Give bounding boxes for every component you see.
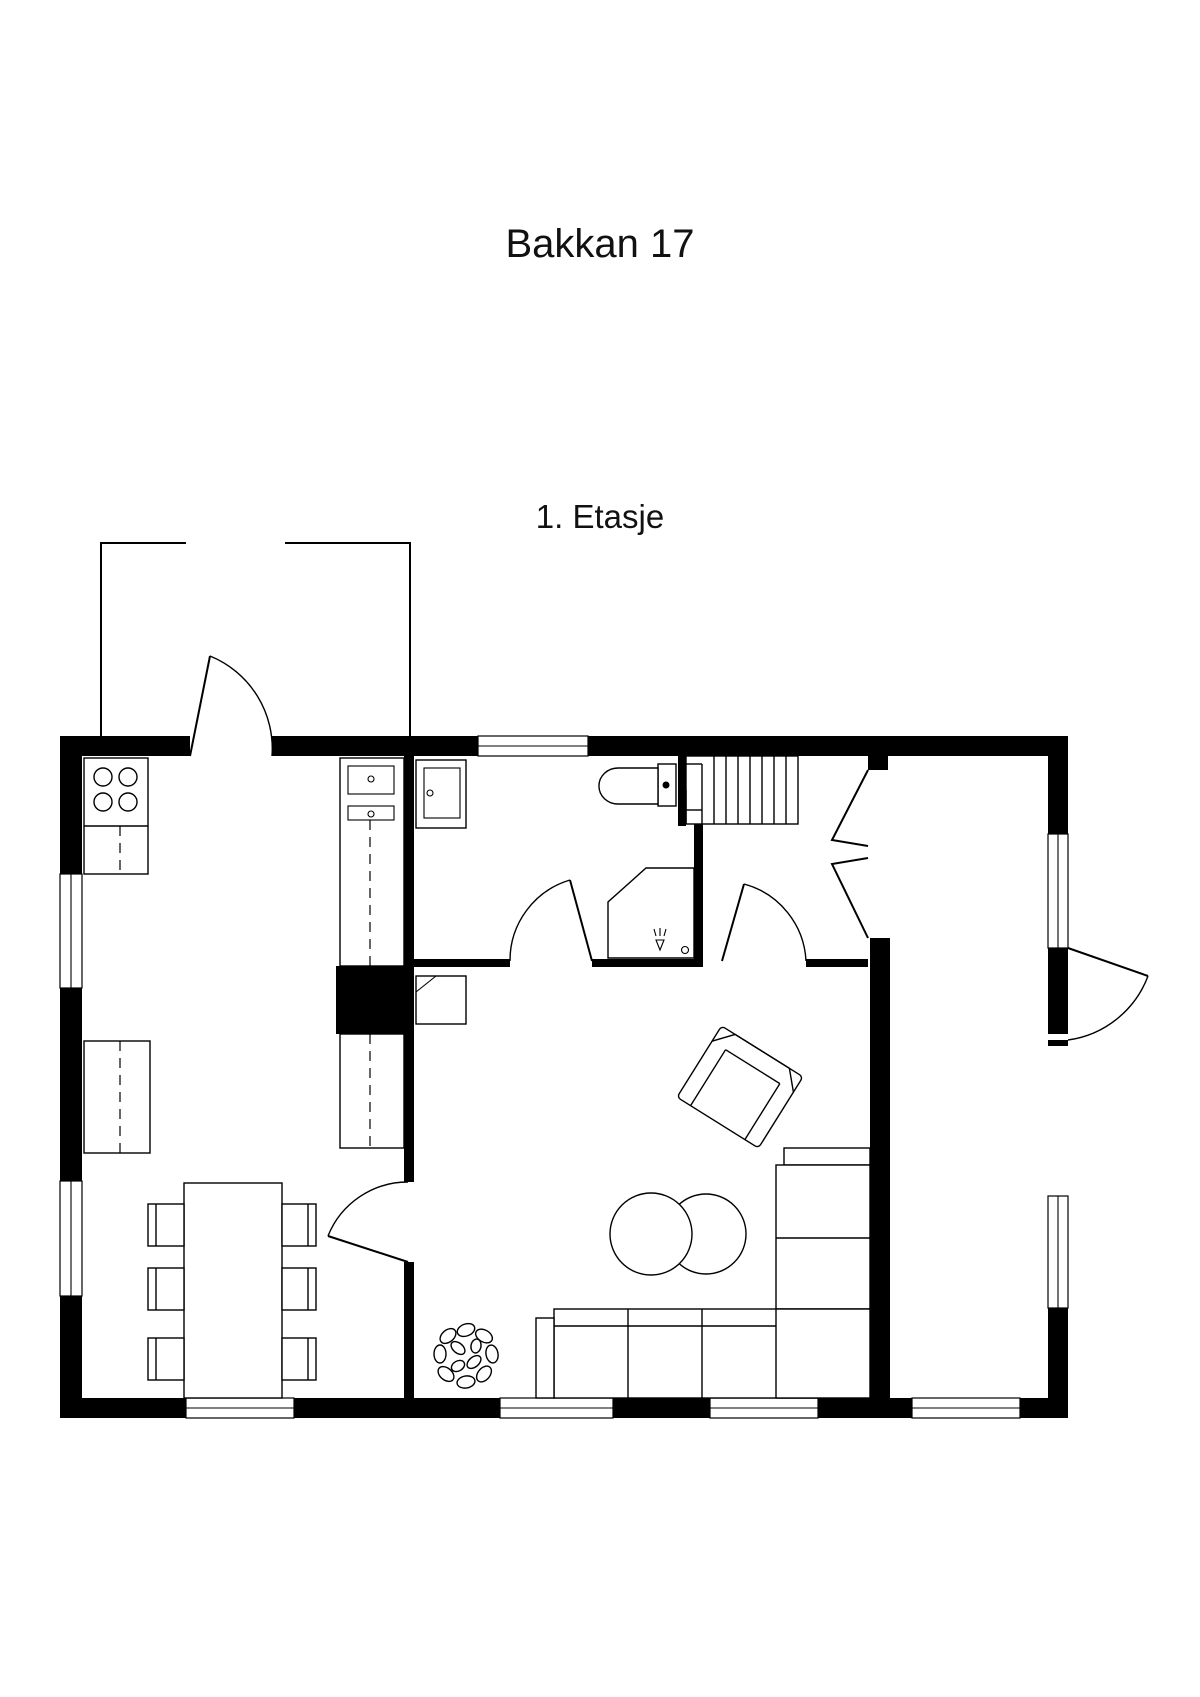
corner-sofa (535, 1147, 871, 1399)
kitchen-counter-lower (339, 1033, 405, 1149)
kitchen (83, 757, 405, 1154)
chair (147, 1267, 185, 1311)
bathroom (415, 759, 695, 959)
chair (281, 1267, 317, 1311)
fridge (83, 1040, 151, 1154)
staircase (685, 755, 799, 825)
armchair (677, 1026, 803, 1148)
entrance-porch (100, 542, 411, 736)
dining-set (147, 1182, 317, 1399)
windows (59, 735, 1069, 1419)
storage-box (415, 975, 467, 1025)
living-room (415, 975, 871, 1399)
coffee-table (609, 1192, 693, 1276)
floor-label: 1. Etasje (535, 498, 665, 535)
plant-icon (433, 1322, 499, 1389)
sink-icon (347, 765, 395, 795)
kitchen-counter (339, 757, 405, 967)
shower-icon (607, 867, 695, 959)
chair (147, 1203, 185, 1247)
walls (60, 736, 1068, 1418)
stove-icon (93, 767, 138, 812)
chair (281, 1203, 317, 1247)
chair (147, 1337, 185, 1381)
dining-table (183, 1182, 283, 1399)
plan-title: Bakkan 17 (505, 222, 695, 266)
doors (189, 655, 1149, 1263)
chair (281, 1337, 317, 1381)
toilet-icon (598, 763, 692, 807)
